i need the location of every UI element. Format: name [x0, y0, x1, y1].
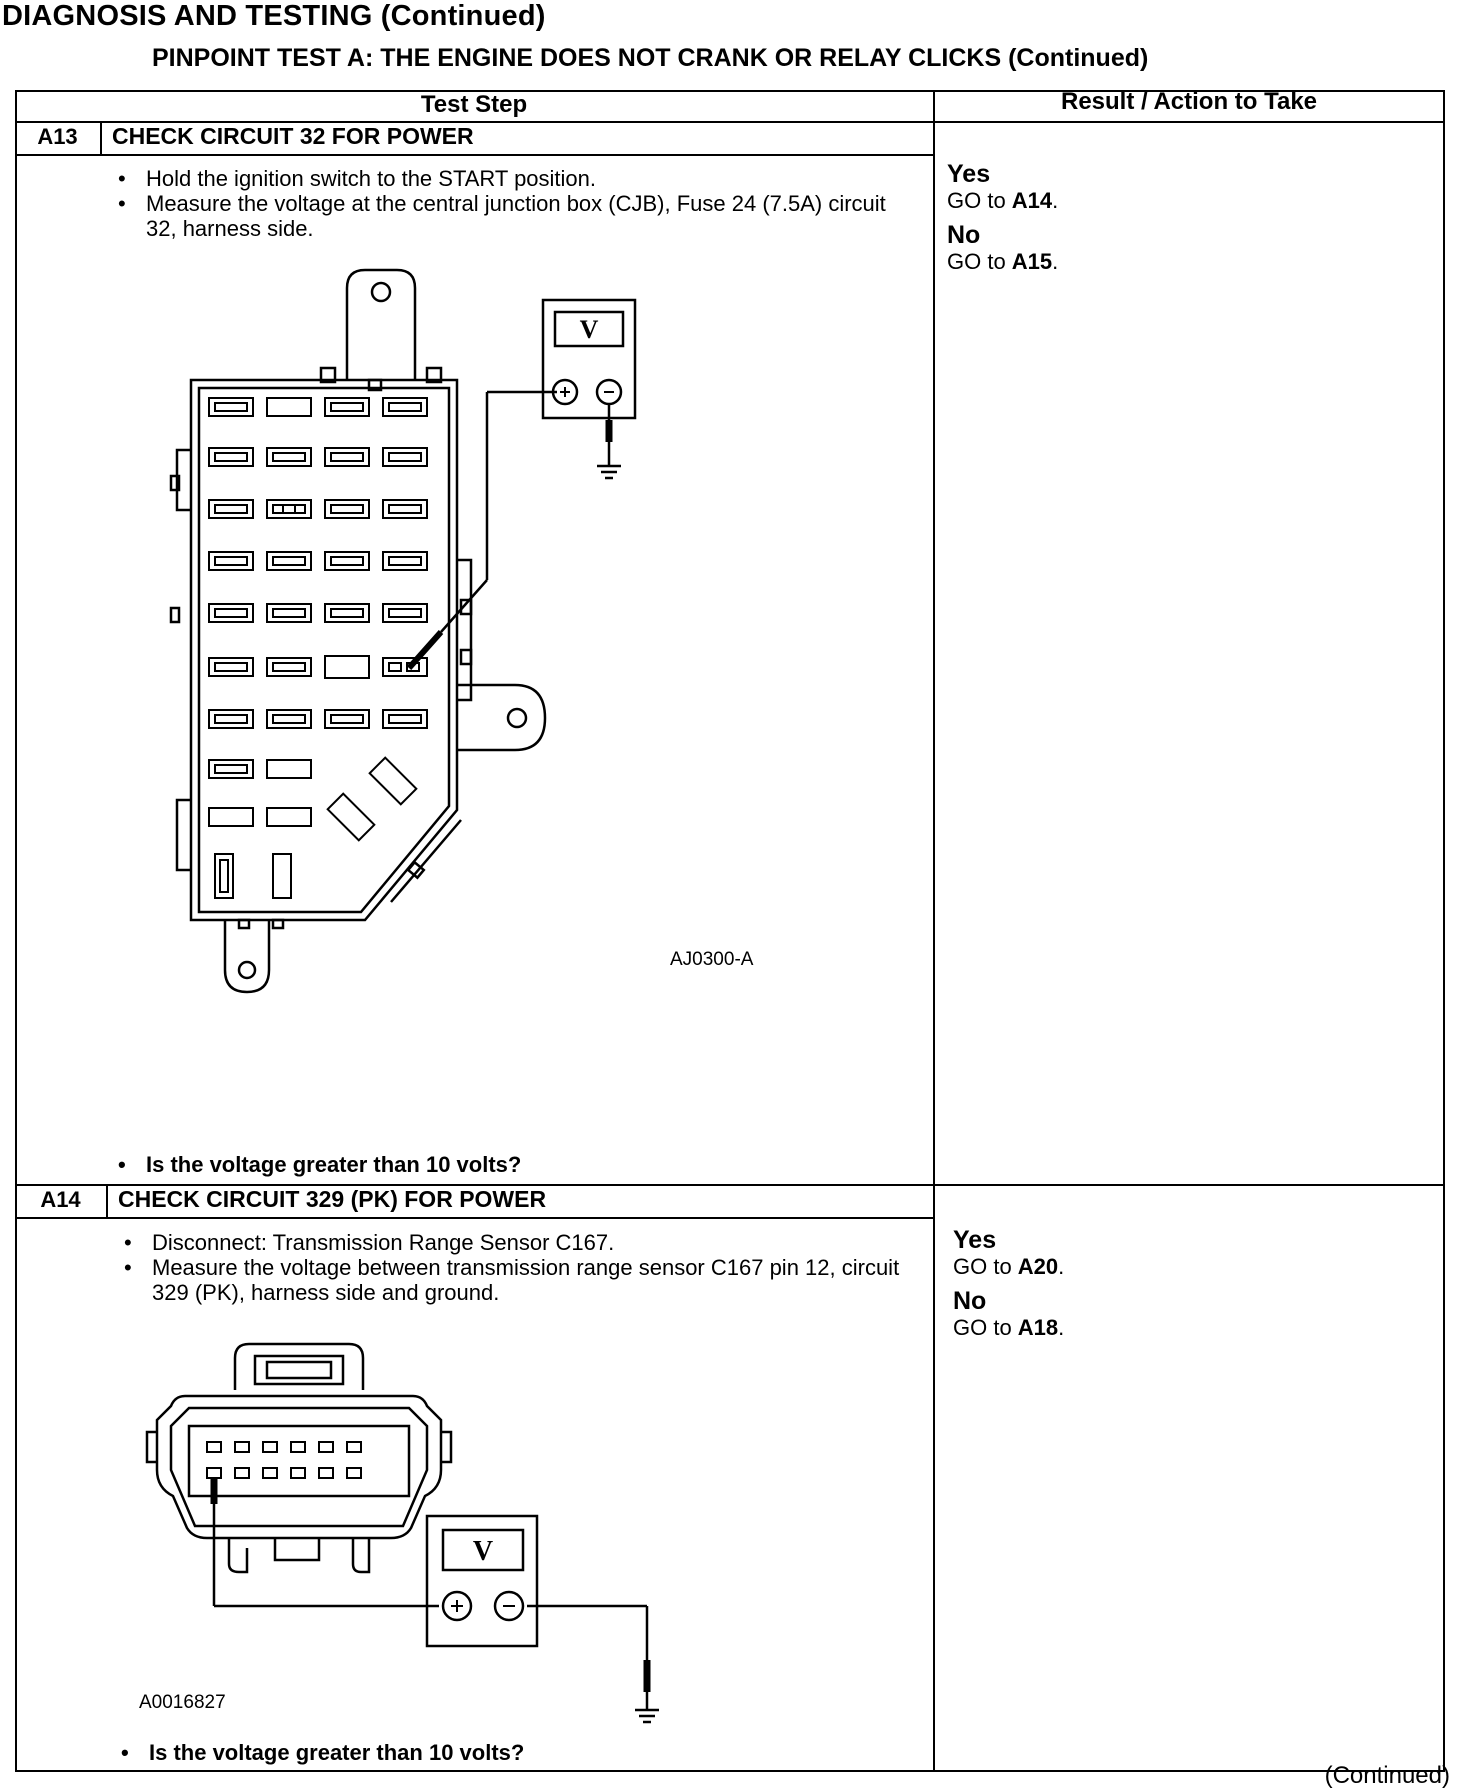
cjb-fuse-box-diagram: V [169, 268, 637, 994]
continued-footer: (Continued) [1324, 1762, 1450, 1789]
a13-id-divider [100, 121, 102, 156]
a14-results: Yes GO to A20. No GO to A18. [953, 1226, 1064, 1348]
table-border-right [1443, 90, 1445, 1772]
a13-question: Is the voltage greater than 10 volts? [108, 1152, 521, 1178]
voltmeter-a14 [425, 1514, 539, 1648]
step-id-a13: A13 [37, 124, 78, 149]
header-row-divider [15, 121, 1445, 123]
fuse-24 [382, 657, 428, 677]
a14-result-yes-action: GO to A20. [953, 1254, 1065, 1279]
pinpoint-test-subtitle: PINPOINT TEST A: THE ENGINE DOES NOT CRA… [152, 44, 1149, 72]
a13-result-no: No [947, 221, 981, 249]
a14-result-no: No [953, 1287, 987, 1315]
a14-instructions: Disconnect: Transmission Range Sensor C1… [114, 1230, 914, 1305]
a14-link-a18[interactable]: A18 [1017, 1315, 1059, 1340]
a13-link-a14[interactable]: A14 [1011, 188, 1053, 213]
a13-title-divider [15, 154, 935, 156]
a13-result-no-action: GO to A15. [947, 249, 1059, 274]
voltmeter-a14-label: V [473, 1536, 493, 1567]
voltmeter-a13-label: V [580, 315, 599, 344]
step-title-a14: CHECK CIRCUIT 329 (PK) FOR POWER [118, 1186, 547, 1212]
table-border-left [15, 90, 17, 1772]
a14-id-divider [106, 1184, 108, 1219]
table-border-bottom [15, 1770, 1445, 1772]
fuse-row-1 [208, 397, 428, 417]
a14-title-divider [15, 1217, 935, 1219]
a13-results: Yes GO to A14. No GO to A15. [947, 160, 1058, 282]
pinpoint-test-table: Test Step Result / Action to Take A13 CH… [15, 88, 1445, 1772]
a14-result-no-action: GO to A18. [953, 1315, 1065, 1340]
fuse-row-4 [208, 551, 428, 571]
fuse-row-7 [208, 709, 428, 729]
c167-connector-diagram: V [145, 1342, 659, 1724]
fuse-row-9 [208, 807, 312, 827]
a14-bullet-1: Disconnect: Transmission Range Sensor C1… [114, 1230, 914, 1255]
a13-bullet-2: Measure the voltage at the central junct… [108, 191, 918, 241]
a13-bullet-1: Hold the ignition switch to the START po… [108, 166, 918, 191]
table-border-top [15, 90, 1445, 92]
fuse-row-8 [208, 759, 312, 779]
column-header-test-step: Test Step [420, 91, 528, 118]
a13-link-a15[interactable]: A15 [1011, 249, 1053, 274]
fuse-row-3 [208, 499, 428, 519]
column-header-result: Result / Action to Take [1060, 88, 1318, 115]
a14-row-divider [15, 1184, 1445, 1186]
fuse-row-5 [208, 603, 428, 623]
a14-bullet-2: Measure the voltage between transmission… [114, 1255, 914, 1305]
figure-label-a14: A0016827 [139, 1692, 226, 1713]
fuse-row-6 [208, 655, 428, 679]
voltmeter-a13 [541, 298, 637, 480]
a14-question: Is the voltage greater than 10 volts? [111, 1740, 524, 1766]
a14-result-yes: Yes [953, 1226, 997, 1254]
figure-label-a13: AJ0300-A [670, 949, 754, 970]
a14-link-a20[interactable]: A20 [1017, 1254, 1059, 1279]
page-title: DIAGNOSIS AND TESTING (Continued) [2, 0, 546, 32]
column-divider [933, 90, 935, 1772]
step-title-a13: CHECK CIRCUIT 32 FOR POWER [112, 123, 474, 149]
a13-result-yes: Yes [947, 160, 991, 188]
step-id-a14: A14 [40, 1187, 81, 1212]
a13-result-yes-action: GO to A14. [947, 188, 1059, 213]
fuse-row-2 [208, 447, 428, 467]
a13-instructions: Hold the ignition switch to the START po… [108, 166, 918, 241]
